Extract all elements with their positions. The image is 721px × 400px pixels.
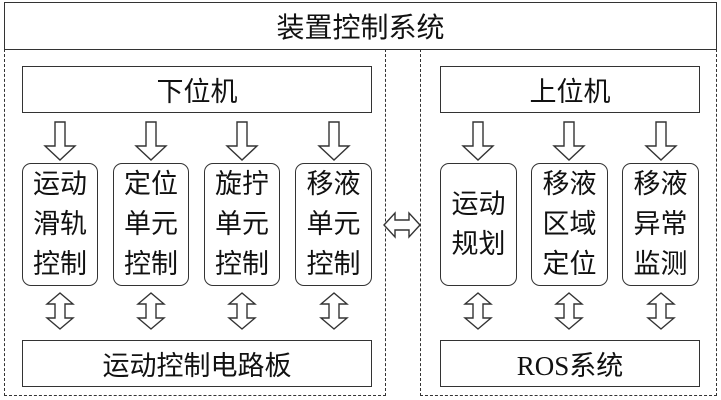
upper-machine-header: 上位机 xyxy=(440,66,700,113)
module-slide-rail-control: 运动滑轨控制 xyxy=(22,163,98,286)
down-arrow-icon xyxy=(43,121,77,161)
down-arrow-icon xyxy=(225,121,259,161)
bidirectional-arrow-icon xyxy=(646,292,676,330)
module-pipetting-anomaly-monitoring: 移液异常监测 xyxy=(622,163,699,286)
system-title: 装置控制系统 xyxy=(4,2,717,50)
down-arrow-icon xyxy=(644,121,678,161)
module-label: 定位单元控制 xyxy=(124,168,178,280)
module-positioning-control: 定位单元控制 xyxy=(113,163,189,286)
module-pipetting-area-positioning: 移液区域定位 xyxy=(531,163,608,286)
module-label: 移液区域定位 xyxy=(542,168,597,280)
horizontal-bidirectional-arrow-icon xyxy=(383,211,421,239)
bidirectional-arrow-icon xyxy=(319,292,349,330)
module-label: 运动规划 xyxy=(451,188,506,260)
module-label: 旋拧单元控制 xyxy=(215,168,269,280)
down-arrow-icon xyxy=(134,121,168,161)
bidirectional-arrow-icon xyxy=(227,292,257,330)
bidirectional-arrow-icon xyxy=(136,292,166,330)
upper-machine-panel xyxy=(420,49,717,396)
down-arrow-icon xyxy=(552,121,586,161)
module-pipetting-control: 移液单元控制 xyxy=(295,163,372,286)
lower-machine-header: 下位机 xyxy=(22,66,372,113)
bidirectional-arrow-icon xyxy=(463,292,493,330)
module-label: 运动滑轨控制 xyxy=(33,168,87,280)
down-arrow-icon xyxy=(461,121,495,161)
module-label: 移液异常监测 xyxy=(633,168,688,280)
down-arrow-icon xyxy=(317,121,351,161)
module-motion-planning: 运动规划 xyxy=(440,163,517,286)
bidirectional-arrow-icon xyxy=(45,292,75,330)
bidirectional-arrow-icon xyxy=(554,292,584,330)
module-label: 移液单元控制 xyxy=(306,168,361,280)
ros-system: ROS系统 xyxy=(440,340,700,387)
module-screwing-control: 旋拧单元控制 xyxy=(204,163,280,286)
motion-control-board: 运动控制电路板 xyxy=(22,340,372,387)
